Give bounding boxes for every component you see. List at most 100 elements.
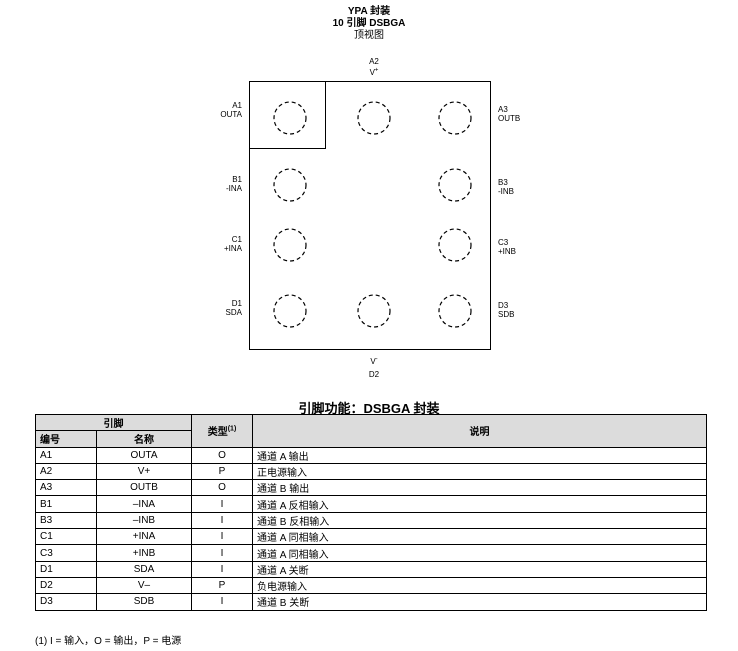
- cell-type: P: [191, 576, 253, 595]
- footnote: (1) I = 输入，O = 输出，P = 电源: [35, 636, 182, 647]
- pin-label-a1-code: A1: [232, 101, 242, 110]
- cell-name: SDB: [96, 593, 192, 611]
- header-number: 编号: [35, 430, 97, 448]
- cell-number: D1: [35, 560, 97, 578]
- pin-label-d3-name: SDB: [498, 310, 515, 319]
- pin-label-bottom-sup: -: [375, 356, 378, 363]
- header-type: 类型(1): [191, 414, 253, 448]
- cell-name: +INB: [96, 544, 192, 562]
- package-title: YPA 封装: [347, 6, 391, 17]
- cell-number: B1: [35, 495, 97, 513]
- cell-desc: 正电源输入: [252, 462, 707, 481]
- ball-b3: [438, 168, 472, 202]
- pin-label-c1-code: C1: [231, 235, 242, 244]
- pin-label-bottom-code: D2: [368, 370, 380, 379]
- cell-name: –INA: [96, 495, 192, 513]
- cell-type: I: [191, 511, 253, 530]
- cell-type: O: [191, 479, 253, 497]
- cell-desc: 通道 A 关断: [252, 560, 707, 578]
- cell-desc: 通道 A 同相输入: [252, 528, 707, 546]
- pin-label-top-code: A2: [369, 57, 379, 66]
- cell-name: +INA: [96, 528, 192, 546]
- pin-label-d1-code: D1: [231, 299, 242, 308]
- cell-type: I: [191, 528, 253, 546]
- pin-label-bottom-name-text: V: [370, 357, 376, 366]
- pin-label-b1-code: B1: [232, 175, 242, 184]
- header-type-text: 类型: [207, 427, 228, 439]
- cell-name: OUTB: [96, 479, 192, 497]
- cell-name: OUTA: [96, 446, 192, 464]
- header-type-note: (1): [227, 425, 237, 433]
- cell-desc: 通道 A 同相输入: [252, 544, 707, 562]
- ball-d3: [438, 294, 472, 328]
- header-name: 名称: [96, 430, 192, 448]
- ball-a3: [438, 101, 472, 135]
- package-subtitle: 10 引脚 DSBGA: [332, 18, 406, 29]
- pin-label-d3-code: D3: [498, 301, 509, 310]
- cell-desc: 通道 A 输出: [252, 446, 707, 464]
- header-pin: 引脚: [35, 413, 192, 432]
- cell-desc: 通道 B 反相输入: [252, 511, 707, 530]
- pin-label-b3-code: B3: [498, 178, 508, 187]
- cell-type: I: [191, 593, 253, 611]
- ball-b1: [273, 168, 307, 202]
- cell-type: I: [191, 495, 253, 513]
- cell-number: A2: [35, 462, 97, 481]
- header-desc: 说明: [252, 414, 707, 448]
- ball-d1: [273, 294, 307, 328]
- pin-label-a1-name: OUTA: [220, 110, 242, 119]
- cell-name: V–: [96, 576, 192, 595]
- cell-name: V+: [96, 462, 192, 481]
- pin-label-a3-code: A3: [498, 105, 508, 114]
- ball-c3: [438, 228, 472, 262]
- cell-type: I: [191, 544, 253, 562]
- ball-a1: [273, 101, 307, 135]
- cell-name: SDA: [96, 560, 192, 578]
- pin-label-c3-name: +INB: [498, 247, 517, 256]
- package-outline: [249, 81, 491, 350]
- pin-label-b1-name: -INA: [226, 184, 242, 193]
- pin-label-b3-name: -INB: [498, 187, 514, 196]
- cell-desc: 负电源输入: [252, 576, 707, 595]
- cell-desc: 通道 B 输出: [252, 479, 707, 497]
- ball-c1: [273, 228, 307, 262]
- cell-desc: 通道 B 关断: [252, 593, 707, 611]
- cell-number: A3: [35, 479, 97, 497]
- pin-label-bottom-name: V-: [359, 356, 389, 366]
- pin1-marker-box: [249, 81, 326, 149]
- cell-type: I: [191, 560, 253, 578]
- pin-label-c1-name: +INA: [223, 244, 242, 253]
- cell-type: O: [191, 446, 253, 464]
- cell-number: C3: [35, 544, 97, 562]
- package-view: 顶视图: [354, 30, 384, 41]
- cell-number: C1: [35, 528, 97, 546]
- table-title: 引脚功能：DSBGA 封装: [298, 401, 440, 416]
- cell-desc: 通道 A 反相输入: [252, 495, 707, 513]
- pin-label-top-sup: +: [374, 67, 379, 74]
- cell-number: D2: [35, 576, 97, 595]
- cell-name: –INB: [96, 511, 192, 530]
- cell-number: A1: [35, 446, 97, 464]
- pin-label-a3-name: OUTB: [498, 114, 521, 123]
- ball-d2: [357, 294, 391, 328]
- pin-label-c3-code: C3: [498, 238, 509, 247]
- cell-type: P: [191, 462, 253, 481]
- ball-a2: [357, 101, 391, 135]
- cell-number: D3: [35, 593, 97, 611]
- ball-grid: [273, 101, 472, 328]
- pin-label-top-name: V+: [359, 67, 389, 77]
- pin-label-d1-name: SDA: [225, 308, 242, 317]
- cell-number: B3: [35, 511, 97, 530]
